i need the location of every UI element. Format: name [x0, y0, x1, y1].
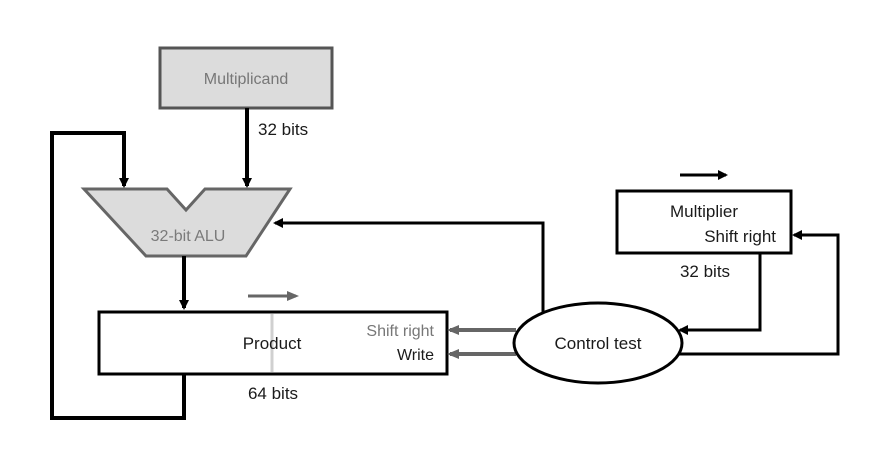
multiplier-to-control-edge — [678, 253, 762, 335]
control-ellipse — [512, 301, 684, 385]
multiplier-shift-right-label: Shift right — [704, 227, 776, 246]
control-to-multiplier-shift-edge — [678, 230, 840, 356]
multiplicand-register: Multiplicand — [158, 46, 334, 110]
product-write-label: Write — [397, 347, 434, 364]
multiplicand-width-label: 32 bits — [258, 120, 308, 139]
product-width-label: 64 bits — [248, 384, 298, 403]
alu-shape — [80, 187, 293, 258]
control-label: Control test — [555, 334, 642, 353]
multiplicand-box — [158, 46, 334, 110]
control-to-alu-edge — [273, 218, 545, 318]
product-shift-right-label: Shift right — [366, 323, 434, 340]
multiplier-label: Multiplier — [670, 202, 738, 221]
multiplicand-label: Multiplicand — [204, 71, 288, 88]
multiplier-register: Multiplier Shift right — [615, 189, 793, 255]
alu: 32-bit ALU — [80, 187, 293, 258]
multiplier-box — [615, 189, 793, 255]
control-test: Control test — [512, 301, 684, 385]
product-label: Product — [243, 334, 302, 353]
multiplier-width-label: 32 bits — [680, 262, 730, 281]
product-feedback-edge — [50, 131, 186, 420]
alu-label: 32-bit ALU — [151, 228, 226, 245]
product-register: Product Shift right Write — [97, 310, 449, 376]
